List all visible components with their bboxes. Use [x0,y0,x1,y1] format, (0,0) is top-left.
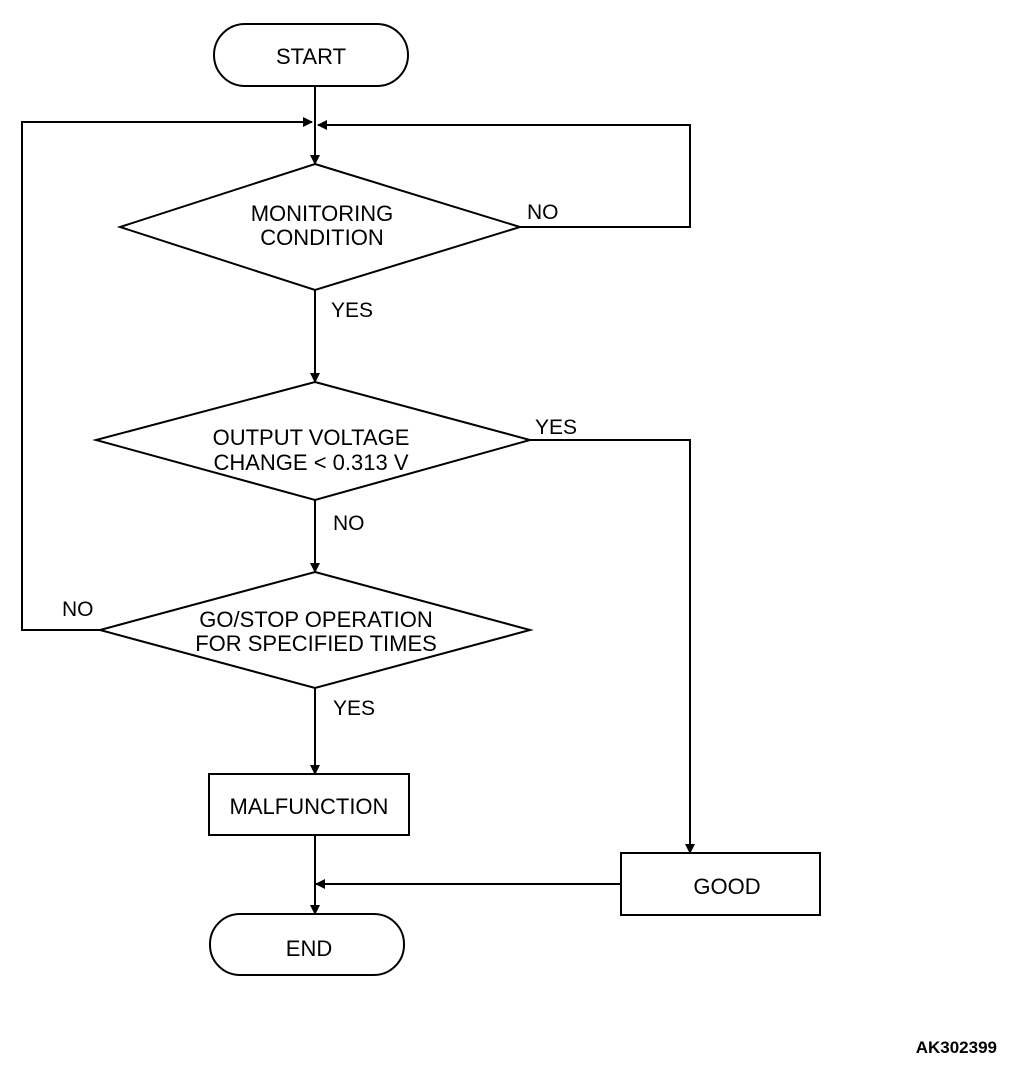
monitoring-no-label: NO [527,201,559,224]
good-label: GOOD [693,874,760,899]
end-label: END [286,936,332,961]
figure-id: AK302399 [916,1038,997,1057]
start-terminal [213,23,409,87]
edge-voltage-yes [530,439,695,854]
voltage-label-line1: OUTPUT VOLTAGE [213,425,410,450]
malfunction-box [208,773,410,836]
monitoring-yes-label: YES [331,299,373,322]
edge-gostop-no [21,117,313,631]
start-label: START [276,44,346,69]
gostop-label-line1: GO/STOP OPERATION [199,607,433,632]
gostop-yes-label: YES [333,697,375,720]
voltage-label-line2: CHANGE < 0.313 V [213,450,408,475]
voltage-yes-label: YES [535,416,577,439]
end-terminal [209,913,405,976]
gostop-no-label: NO [62,598,94,621]
voltage-no-label: NO [333,512,365,535]
edge-monitoring-no [317,120,691,228]
monitoring-label-line2: CONDITION [260,225,383,250]
malfunction-label: MALFUNCTION [230,794,389,819]
monitoring-label-line1: MONITORING [251,201,394,226]
gostop-label-line2: FOR SPECIFIED TIMES [195,631,437,656]
